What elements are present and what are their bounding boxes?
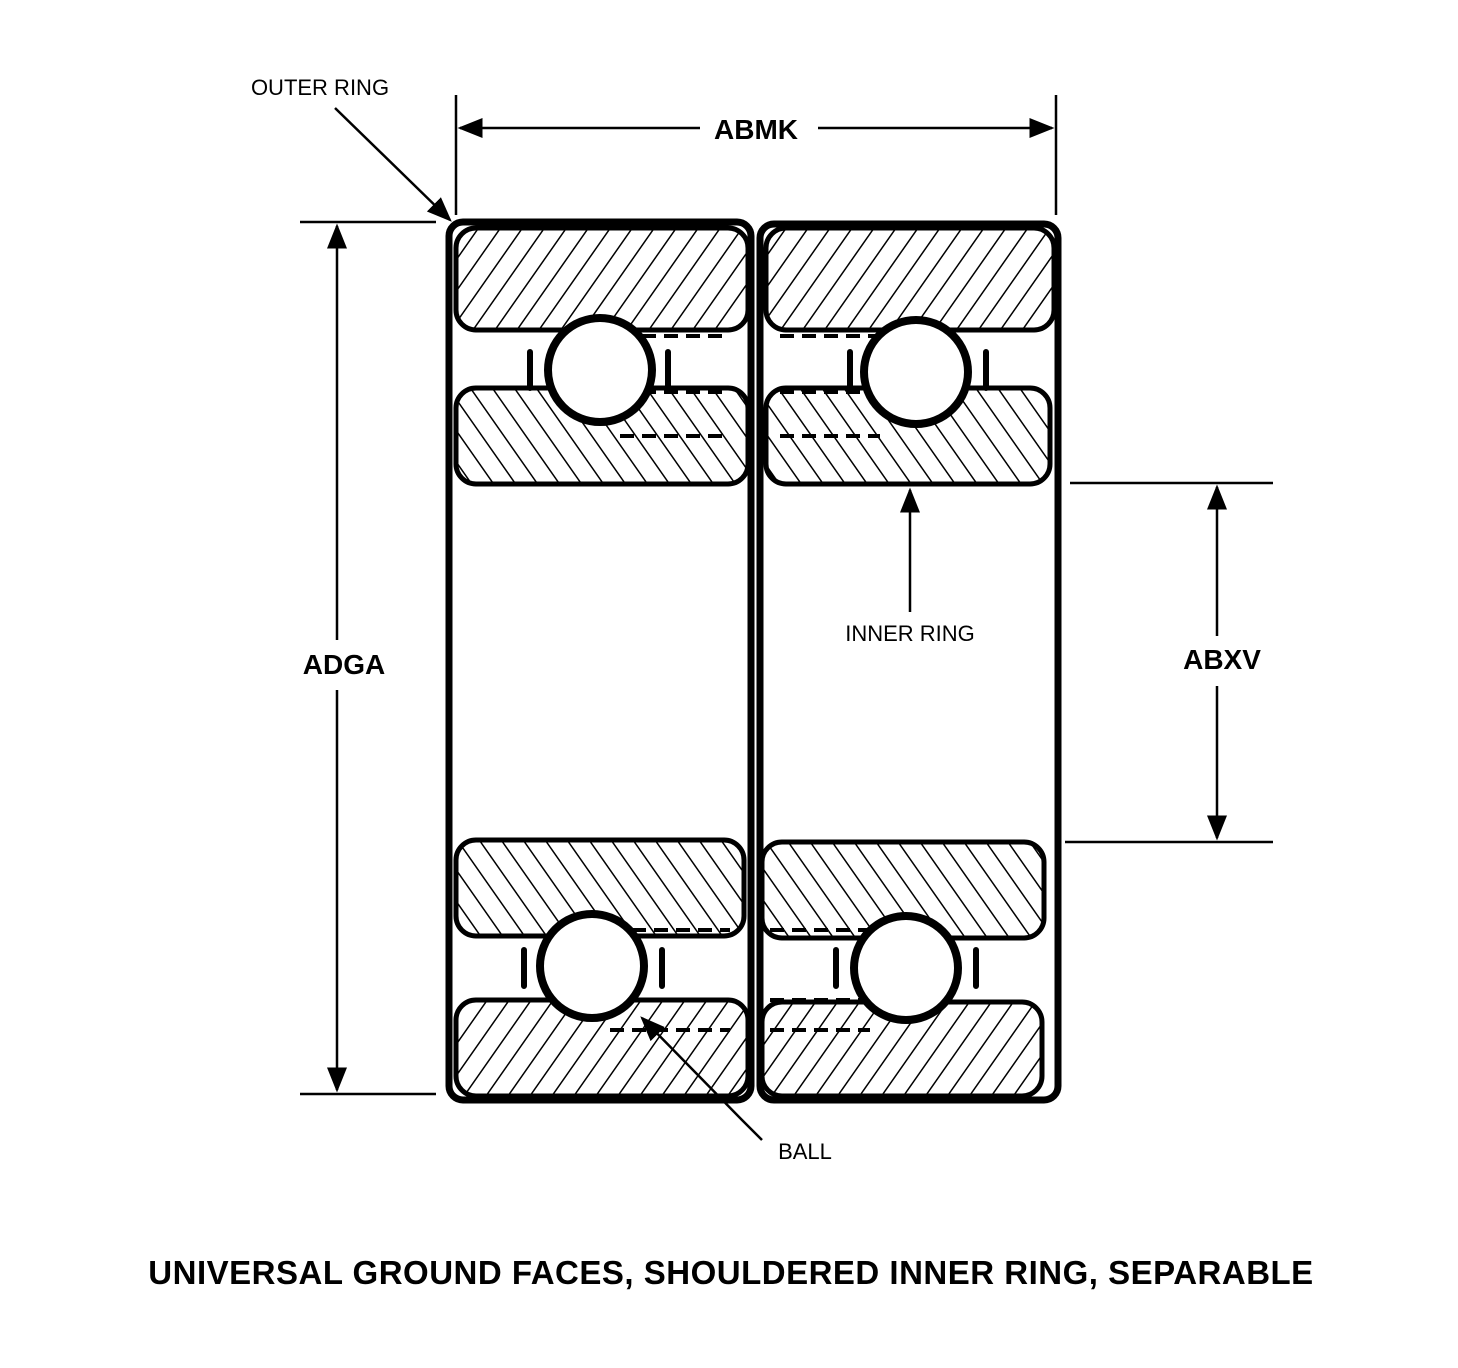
outer-ring-label: OUTER RING: [250, 75, 390, 100]
ball-label: BALL: [778, 1139, 832, 1164]
adga-dimension: [300, 220, 436, 1096]
ball-top-right: [860, 316, 972, 428]
ring-sections: [453, 225, 1057, 1099]
ball-bottom-left: [536, 910, 648, 1022]
abxv-dimension: [1065, 481, 1273, 844]
abmk-label: ABMK: [714, 114, 798, 145]
hidden-raceway-lines: [610, 334, 880, 1032]
outer-ring-leader: [334, 107, 452, 222]
inner-ring-label: INNER RING: [845, 621, 975, 646]
abxv-label: ABXV: [1183, 644, 1261, 675]
abmk-dimension: [454, 95, 1058, 215]
right-bearing-outline: [756, 220, 1062, 1104]
balls: [536, 314, 972, 1024]
ball-bottom-right: [850, 912, 962, 1024]
left-bearing-outline: [445, 218, 755, 1104]
ball-top-left: [544, 314, 656, 426]
ball-leader: [640, 1016, 763, 1141]
adga-label: ADGA: [302, 649, 386, 680]
cage-marks: [521, 349, 989, 989]
diagram-caption: UNIVERSAL GROUND FACES, SHOULDERED INNER…: [148, 1254, 1314, 1291]
